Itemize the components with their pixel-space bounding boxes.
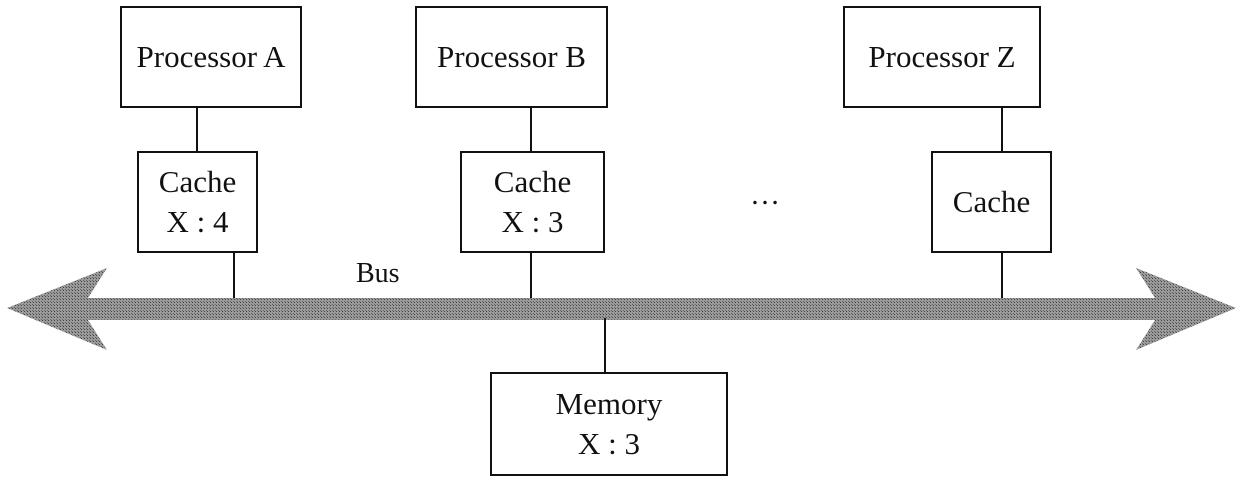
bus-label: Bus <box>356 258 400 289</box>
cache-b-value: X : 3 <box>501 204 564 239</box>
connector-cache-b-bus <box>530 253 532 298</box>
processor-z-label: Processor Z <box>868 39 1016 74</box>
connector-processor-z-cache <box>1001 108 1003 152</box>
processor-a-box: Processor A <box>120 6 302 108</box>
memory-box: Memory X : 3 <box>490 372 728 476</box>
cache-z-label: Cache <box>952 184 1031 219</box>
connector-cache-a-bus <box>233 253 235 298</box>
cache-z-box: Cache <box>931 151 1052 253</box>
connector-bus-memory <box>604 318 606 373</box>
memory-label: Memory <box>555 386 663 421</box>
connector-processor-a-cache <box>196 108 198 152</box>
memory-value: X : 3 <box>578 426 640 461</box>
cache-a-label: Cache <box>158 164 237 199</box>
processor-b-label: Processor B <box>437 39 586 74</box>
connector-processor-b-cache <box>530 108 532 152</box>
connector-cache-z-bus <box>1001 253 1003 298</box>
bus-arrow <box>7 268 1236 350</box>
processor-a-label: Processor A <box>136 39 286 74</box>
cache-b-box: Cache X : 3 <box>460 151 605 253</box>
bus-double-arrow <box>7 268 1236 350</box>
processor-b-box: Processor B <box>415 6 608 108</box>
cache-a-value: X : 4 <box>166 204 229 239</box>
processor-z-box: Processor Z <box>843 6 1041 108</box>
cache-a-box: Cache X : 4 <box>137 151 258 253</box>
cache-b-label: Cache <box>493 164 572 199</box>
ellipsis: … <box>750 178 780 211</box>
